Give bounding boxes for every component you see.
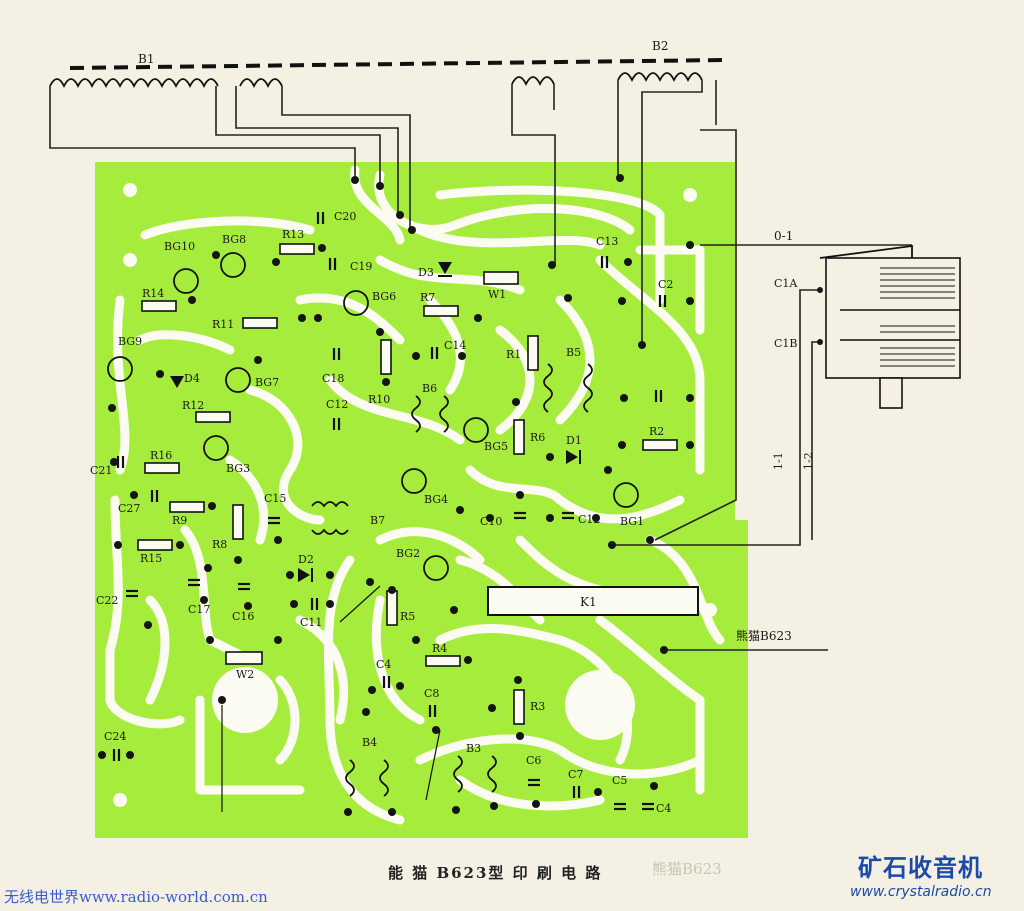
svg-text:D4: D4 <box>184 372 200 385</box>
svg-text:C19: C19 <box>350 260 372 273</box>
svg-text:C4: C4 <box>376 658 391 671</box>
svg-text:R11: R11 <box>212 318 234 331</box>
svg-text:D2: D2 <box>298 553 314 566</box>
svg-text:R5: R5 <box>400 610 415 623</box>
svg-text:B6: B6 <box>422 382 437 395</box>
svg-text:C4: C4 <box>656 802 671 815</box>
label-b1: B1 <box>138 52 154 66</box>
svg-text:C16: C16 <box>232 610 254 623</box>
svg-text:C2: C2 <box>658 278 673 291</box>
label-wire-1-1: 1-1 <box>772 452 785 470</box>
svg-text:R14: R14 <box>142 287 164 300</box>
label-c1b: C1B <box>774 337 798 350</box>
svg-text:R7: R7 <box>420 291 435 304</box>
label-b2: B2 <box>652 39 668 53</box>
label-wire-0-1: 0-1 <box>774 229 793 243</box>
resistor-labels: R13 R14 R11 R12 R16 R9 R15 R8 R10 R7 R1 … <box>140 228 664 713</box>
faint-stamp: 熊猫B623 <box>652 860 722 878</box>
watermark-right-title: 矿石收音机 <box>858 854 983 882</box>
resistors <box>137 243 678 725</box>
variable-capacitor <box>817 244 961 409</box>
svg-text:R4: R4 <box>432 642 447 655</box>
svg-text:BG4: BG4 <box>424 493 448 506</box>
coil-b2 <box>617 72 703 83</box>
pot-w1 <box>483 271 519 285</box>
antenna-wires <box>49 80 912 651</box>
label-w1: W1 <box>488 288 506 301</box>
svg-text:C17: C17 <box>188 603 210 616</box>
svg-text:R9: R9 <box>172 514 187 527</box>
svg-text:R1: R1 <box>506 348 521 361</box>
svg-text:C14: C14 <box>444 339 466 352</box>
svg-text:R8: R8 <box>212 538 227 551</box>
svg-text:C5: C5 <box>612 774 627 787</box>
svg-text:B5: B5 <box>566 346 581 359</box>
svg-text:C7: C7 <box>568 768 583 781</box>
solder-pads <box>98 174 694 816</box>
leader-lines <box>221 585 441 812</box>
svg-text:R13: R13 <box>282 228 304 241</box>
svg-text:BG3: BG3 <box>226 462 250 475</box>
switch-k1 <box>487 586 699 616</box>
svg-text:C6: C6 <box>526 754 541 767</box>
coil-b1 <box>49 78 219 89</box>
pot-w2 <box>225 651 263 665</box>
diodes <box>170 262 581 582</box>
svg-text:C12: C12 <box>326 398 348 411</box>
watermark-left: 无线电世界www.radio-world.com.cn <box>4 888 268 906</box>
svg-text:B3: B3 <box>466 742 481 755</box>
svg-text:BG2: BG2 <box>396 547 420 560</box>
ferrite-rod <box>69 58 726 70</box>
svg-text:C8: C8 <box>424 687 439 700</box>
svg-text:C15: C15 <box>264 492 286 505</box>
coil-labels: B5 B6 B7 B4 B3 <box>362 346 581 755</box>
watermark-right-url: www.crystalradio.cn <box>850 884 992 900</box>
svg-text:R15: R15 <box>140 552 162 565</box>
svg-text:D1: D1 <box>566 434 582 447</box>
svg-text:BG9: BG9 <box>118 335 142 348</box>
capacitor-labels: C20 C19 C18 C12 C14 C13 C2 C10 C12 C21 C… <box>90 210 673 815</box>
svg-text:C13: C13 <box>596 235 618 248</box>
svg-text:C20: C20 <box>334 210 356 223</box>
transistor-labels: BG10 BG8 BG9 BG7 BG6 BG3 BG5 BG4 BG1 BG2 <box>118 233 644 560</box>
svg-text:C11: C11 <box>300 616 322 629</box>
svg-text:R3: R3 <box>530 700 545 713</box>
svg-text:BG1: BG1 <box>620 515 644 528</box>
svg-text:R2: R2 <box>649 425 664 438</box>
svg-text:R12: R12 <box>182 399 204 412</box>
svg-text:C27: C27 <box>118 502 140 515</box>
svg-text:R6: R6 <box>530 431 545 444</box>
label-k1: K1 <box>580 595 597 609</box>
svg-text:BG10: BG10 <box>164 240 195 253</box>
svg-text:C21: C21 <box>90 464 112 477</box>
label-c1a: C1A <box>774 277 798 290</box>
pcb-board <box>95 162 748 838</box>
svg-text:BG8: BG8 <box>222 233 246 246</box>
svg-text:C22: C22 <box>96 594 118 607</box>
svg-text:B4: B4 <box>362 736 377 749</box>
board-coils <box>311 363 593 797</box>
svg-text:R10: R10 <box>368 393 390 406</box>
diagram-caption: 能 猫 B623型 印 刷 电 路 <box>388 864 603 882</box>
svg-text:D3: D3 <box>418 266 434 279</box>
coil-small-a <box>239 78 283 89</box>
coil-small-b <box>511 76 555 87</box>
label-model: 熊猫B623 <box>736 628 792 643</box>
svg-text:B7: B7 <box>370 514 385 527</box>
svg-text:BG6: BG6 <box>372 290 396 303</box>
diode-labels: D3 D1 D2 D4 <box>184 266 582 566</box>
svg-text:BG7: BG7 <box>255 376 279 389</box>
capacitors <box>112 212 667 811</box>
svg-text:BG5: BG5 <box>484 440 508 453</box>
mounting-holes <box>113 183 717 807</box>
transistors <box>107 252 639 581</box>
label-wire-1-2: 1-2 <box>802 452 815 470</box>
label-w2: W2 <box>236 668 254 681</box>
svg-text:C18: C18 <box>322 372 344 385</box>
svg-text:R16: R16 <box>150 449 172 462</box>
svg-text:C24: C24 <box>104 730 126 743</box>
